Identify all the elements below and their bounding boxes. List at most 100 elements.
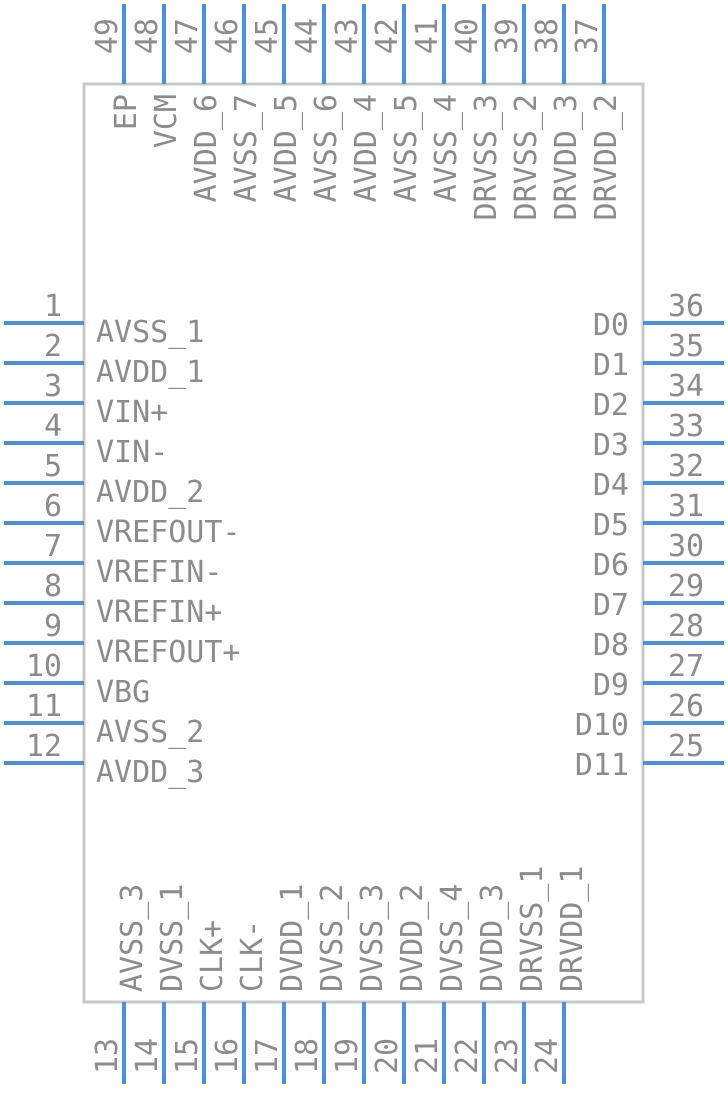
pin-label-49: EP bbox=[109, 94, 144, 130]
pin-number-7: 7 bbox=[44, 529, 62, 564]
pin-label-35: D1 bbox=[593, 348, 629, 383]
pin-number-37: 37 bbox=[570, 18, 605, 54]
pin-label-22: DVDD_3 bbox=[475, 884, 510, 992]
pin-number-28: 28 bbox=[668, 609, 704, 644]
pin-label-11: AVSS_2 bbox=[96, 715, 204, 750]
pin-number-30: 30 bbox=[668, 529, 704, 564]
pin-number-26: 26 bbox=[668, 689, 704, 724]
pin-label-43: AVDD_4 bbox=[349, 94, 384, 202]
pin-label-14: DVSS_1 bbox=[155, 884, 190, 992]
pin-label-18: DVSS_2 bbox=[315, 884, 350, 992]
pin-number-13: 13 bbox=[90, 1038, 125, 1074]
pin-number-39: 39 bbox=[490, 18, 525, 54]
pin-label-32: D4 bbox=[593, 468, 629, 503]
pin-number-32: 32 bbox=[668, 449, 704, 484]
pin-number-42: 42 bbox=[370, 18, 405, 54]
pin-number-18: 18 bbox=[290, 1038, 325, 1074]
pin-label-48: VCM bbox=[149, 94, 184, 148]
pin-number-48: 48 bbox=[130, 18, 165, 54]
pin-label-24: DRVDD_1 bbox=[555, 866, 590, 992]
pin-number-20: 20 bbox=[370, 1038, 405, 1074]
pin-label-36: D0 bbox=[593, 308, 629, 343]
pin-label-25: D11 bbox=[575, 748, 629, 783]
pin-number-15: 15 bbox=[170, 1038, 205, 1074]
pin-number-3: 3 bbox=[44, 369, 62, 404]
pin-label-47: AVDD_6 bbox=[189, 94, 224, 202]
pin-label-34: D2 bbox=[593, 388, 629, 423]
pin-number-36: 36 bbox=[668, 289, 704, 324]
pin-label-42: AVSS_5 bbox=[389, 94, 424, 202]
pin-label-30: D6 bbox=[593, 548, 629, 583]
pin-number-27: 27 bbox=[668, 649, 704, 684]
pin-number-16: 16 bbox=[210, 1038, 245, 1074]
pin-label-21: DVSS_4 bbox=[435, 884, 470, 992]
pin-number-47: 47 bbox=[170, 18, 205, 54]
pin-number-8: 8 bbox=[44, 569, 62, 604]
pin-label-9: VREFOUT+ bbox=[96, 635, 241, 670]
pin-label-16: CLK- bbox=[235, 920, 270, 992]
pin-number-19: 19 bbox=[330, 1038, 365, 1074]
pin-label-15: CLK+ bbox=[195, 920, 230, 992]
pin-label-20: DVDD_2 bbox=[395, 884, 430, 992]
pin-label-40: DRVSS_3 bbox=[469, 94, 504, 220]
pin-number-22: 22 bbox=[450, 1038, 485, 1074]
pin-label-27: D9 bbox=[593, 668, 629, 703]
pin-number-6: 6 bbox=[44, 489, 62, 524]
pin-number-44: 44 bbox=[290, 18, 325, 54]
pin-number-46: 46 bbox=[210, 18, 245, 54]
pin-label-33: D3 bbox=[593, 428, 629, 463]
pin-number-45: 45 bbox=[250, 18, 285, 54]
pin-label-44: AVSS_6 bbox=[309, 94, 344, 202]
pin-number-40: 40 bbox=[450, 18, 485, 54]
pin-number-21: 21 bbox=[410, 1038, 445, 1074]
pin-number-11: 11 bbox=[26, 689, 62, 724]
pin-label-29: D7 bbox=[593, 588, 629, 623]
pin-label-3: VIN+ bbox=[96, 395, 168, 430]
pin-label-2: AVDD_1 bbox=[96, 355, 204, 390]
pin-number-17: 17 bbox=[250, 1038, 285, 1074]
pin-label-31: D5 bbox=[593, 508, 629, 543]
pin-number-10: 10 bbox=[26, 649, 62, 684]
pin-label-17: DVDD_1 bbox=[275, 884, 310, 992]
pin-label-19: DVSS_3 bbox=[355, 884, 390, 992]
pin-label-4: VIN- bbox=[96, 435, 168, 470]
pin-number-14: 14 bbox=[130, 1038, 165, 1074]
pin-label-45: AVDD_5 bbox=[269, 94, 304, 202]
pin-number-34: 34 bbox=[668, 369, 704, 404]
pin-label-41: AVSS_4 bbox=[429, 94, 464, 202]
pin-number-33: 33 bbox=[668, 409, 704, 444]
pin-number-9: 9 bbox=[44, 609, 62, 644]
pin-label-23: DRVSS_1 bbox=[515, 866, 550, 992]
pin-label-1: AVSS_1 bbox=[96, 315, 204, 350]
pin-number-1: 1 bbox=[44, 289, 62, 324]
pin-number-49: 49 bbox=[90, 18, 125, 54]
pin-label-37: DRVDD_2 bbox=[589, 94, 624, 220]
pin-label-28: D8 bbox=[593, 628, 629, 663]
pin-label-46: AVSS_7 bbox=[229, 94, 264, 202]
pin-label-6: VREFOUT- bbox=[96, 515, 241, 550]
pin-label-39: DRVSS_2 bbox=[509, 94, 544, 220]
pin-number-2: 2 bbox=[44, 329, 62, 364]
pin-label-10: VBG bbox=[96, 675, 150, 710]
pin-number-38: 38 bbox=[530, 18, 565, 54]
pin-number-41: 41 bbox=[410, 18, 445, 54]
pin-label-5: AVDD_2 bbox=[96, 475, 204, 510]
pin-label-38: DRVDD_3 bbox=[549, 94, 584, 220]
pin-label-7: VREFIN- bbox=[96, 555, 222, 590]
pin-number-24: 24 bbox=[530, 1038, 565, 1074]
pin-label-13: AVSS_3 bbox=[115, 884, 150, 992]
pin-number-43: 43 bbox=[330, 18, 365, 54]
pin-number-23: 23 bbox=[490, 1038, 525, 1074]
pin-label-8: VREFIN+ bbox=[96, 595, 222, 630]
pin-number-25: 25 bbox=[668, 729, 704, 764]
pin-number-29: 29 bbox=[668, 569, 704, 604]
pin-label-12: AVDD_3 bbox=[96, 755, 204, 790]
pin-number-31: 31 bbox=[668, 489, 704, 524]
pin-number-12: 12 bbox=[26, 729, 62, 764]
pin-label-26: D10 bbox=[575, 708, 629, 743]
pin-number-5: 5 bbox=[44, 449, 62, 484]
pin-number-4: 4 bbox=[44, 409, 62, 444]
